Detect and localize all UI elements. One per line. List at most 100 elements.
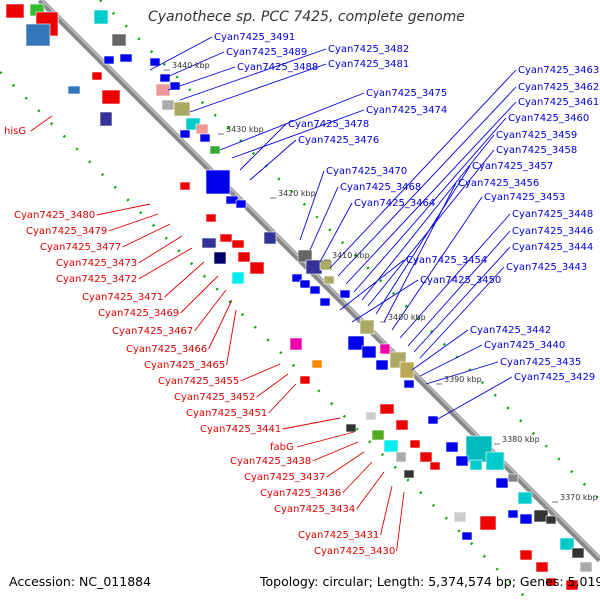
forward-gene-label[interactable]: Cyan7425_3463 xyxy=(518,65,599,76)
gene-block xyxy=(469,459,483,471)
leader-line xyxy=(391,196,483,331)
forward-gene-label[interactable]: Cyan7425_3444 xyxy=(512,242,593,253)
forward-gene-label[interactable]: Cyan7425_3443 xyxy=(506,262,587,273)
tick-label: 3420 kbp xyxy=(278,189,316,198)
gene-block xyxy=(565,579,579,591)
leader-line xyxy=(435,376,513,421)
leader-line xyxy=(179,48,327,101)
forward-gene-label[interactable]: Cyan7425_3462 xyxy=(518,82,599,93)
forward-gene-label[interactable]: Cyan7425_3448 xyxy=(512,209,593,220)
forward-gene-label[interactable]: Cyan7425_3435 xyxy=(500,357,581,368)
gene-block xyxy=(263,231,277,245)
leader-line xyxy=(383,182,457,323)
reverse-gene-label[interactable]: Cyan7425_3431 xyxy=(298,530,379,541)
tick-label: 3370 kbp xyxy=(560,493,598,502)
forward-gene-label[interactable]: Cyan7425_3459 xyxy=(496,130,577,141)
forward-gene-label[interactable]: Cyan7425_3429 xyxy=(514,372,595,383)
reverse-gene-label[interactable]: Cyan7425_3452 xyxy=(174,392,255,403)
reverse-gene-label[interactable]: Cyan7425_3466 xyxy=(126,344,207,355)
reverse-gene-label[interactable]: fabG xyxy=(270,442,294,453)
forward-gene-label[interactable]: Cyan7425_3478 xyxy=(288,119,369,130)
gene-block xyxy=(219,233,233,243)
reverse-gene-label[interactable]: Cyan7425_3455 xyxy=(158,376,239,387)
leader-line xyxy=(337,86,517,277)
forward-gene-label[interactable]: Cyan7425_3488 xyxy=(237,62,318,73)
gene-block xyxy=(403,469,415,479)
reverse-gene-label[interactable]: Cyan7425_3451 xyxy=(186,408,267,419)
forward-gene-label[interactable]: Cyan7425_3475 xyxy=(366,88,447,99)
reverse-gene-label[interactable]: Cyan7425_3473 xyxy=(56,258,137,269)
reverse-gene-label[interactable]: Cyan7425_3436 xyxy=(260,488,341,499)
reverse-gene-label[interactable]: Cyan7425_3467 xyxy=(112,326,193,337)
forward-gene-label[interactable]: Cyan7425_3474 xyxy=(366,105,447,116)
reverse-gene-label[interactable]: Cyan7425_3437 xyxy=(244,472,325,483)
accession-text: Accession: NC_011884 xyxy=(9,574,152,589)
reverse-gene-label[interactable]: Cyan7425_3469 xyxy=(98,308,179,319)
forward-gene-label[interactable]: Cyan7425_3453 xyxy=(484,192,565,203)
leader-line xyxy=(219,92,365,151)
gene-block xyxy=(419,451,433,463)
forward-gene-label[interactable]: Cyan7425_3454 xyxy=(406,255,487,266)
leader-line xyxy=(167,66,236,91)
gene-block xyxy=(67,85,81,95)
forward-gene-label[interactable]: Cyan7425_3470 xyxy=(326,166,407,177)
leader-line xyxy=(339,259,405,311)
reverse-gene-label[interactable]: Cyan7425_3472 xyxy=(56,274,137,285)
gene-block xyxy=(579,561,593,573)
gene-block xyxy=(461,531,473,541)
reverse-gene-label[interactable]: Cyan7425_3465 xyxy=(144,360,225,371)
forward-gene-label[interactable]: Cyan7425_3450 xyxy=(420,275,501,286)
gene-block xyxy=(507,473,519,483)
gene-block xyxy=(205,169,231,195)
reverse-gene-label[interactable]: Cyan7425_3479 xyxy=(26,226,107,237)
reverse-gene-label[interactable]: Cyan7425_3438 xyxy=(230,456,311,467)
gene-block xyxy=(209,145,221,155)
reverse-gene-label[interactable]: Cyan7425_3477 xyxy=(40,242,121,253)
leader-line xyxy=(419,344,483,377)
tick-label: 3410 kbp xyxy=(332,251,370,260)
gene-block xyxy=(173,101,191,117)
leader-line xyxy=(96,203,151,216)
gene-block xyxy=(205,213,217,223)
leader-line xyxy=(299,170,325,241)
gene-block xyxy=(409,439,421,449)
forward-gene-label[interactable]: Cyan7425_3460 xyxy=(508,113,589,124)
forward-gene-label[interactable]: Cyan7425_3456 xyxy=(458,178,539,189)
leader-line xyxy=(296,431,355,448)
forward-gene-label[interactable]: Cyan7425_3476 xyxy=(298,135,379,146)
gene-block xyxy=(311,359,323,369)
forward-gene-label[interactable]: Cyan7425_3457 xyxy=(472,161,553,172)
forward-gene-label[interactable]: Cyan7425_3442 xyxy=(470,325,551,336)
reverse-gene-label[interactable]: Cyan7425_3430 xyxy=(314,546,395,557)
gene-block xyxy=(379,343,391,355)
gene-block xyxy=(323,275,335,285)
gene-block xyxy=(371,429,385,441)
leader-line xyxy=(239,123,287,171)
gene-block xyxy=(365,411,377,421)
reverse-gene-label[interactable]: Cyan7425_3480 xyxy=(14,210,95,221)
gene-block xyxy=(235,199,247,209)
forward-gene-label[interactable]: Cyan7425_3481 xyxy=(328,59,409,70)
forward-gene-label[interactable]: Cyan7425_3458 xyxy=(496,145,577,156)
forward-gene-label[interactable]: Cyan7425_3482 xyxy=(328,44,409,55)
forward-gene-label[interactable]: Cyan7425_3440 xyxy=(484,340,565,351)
forward-gene-label[interactable]: Cyan7425_3464 xyxy=(354,198,435,209)
reverse-gene-label[interactable]: Cyan7425_3471 xyxy=(82,292,163,303)
gene-block xyxy=(453,511,467,523)
gene-block xyxy=(427,415,439,425)
reverse-gene-label[interactable]: hisG xyxy=(4,126,26,137)
gene-block xyxy=(379,403,395,415)
forward-gene-label[interactable]: Cyan7425_3446 xyxy=(512,226,593,237)
reverse-gene-label[interactable]: Cyan7425_3434 xyxy=(274,504,355,515)
gene-block xyxy=(309,285,321,295)
forward-gene-label[interactable]: Cyan7425_3491 xyxy=(214,32,295,43)
forward-gene-label[interactable]: Cyan7425_3468 xyxy=(340,182,421,193)
gene-block xyxy=(359,319,375,335)
leader-line xyxy=(419,266,505,359)
leader-line xyxy=(256,373,289,398)
forward-gene-label[interactable]: Cyan7425_3489 xyxy=(226,47,307,58)
reverse-gene-label[interactable]: Cyan7425_3441 xyxy=(200,424,281,435)
forward-gene-label[interactable]: Cyan7425_3461 xyxy=(518,97,599,108)
tick-label: 3400 kbp xyxy=(388,313,426,322)
gene-block xyxy=(291,273,303,283)
